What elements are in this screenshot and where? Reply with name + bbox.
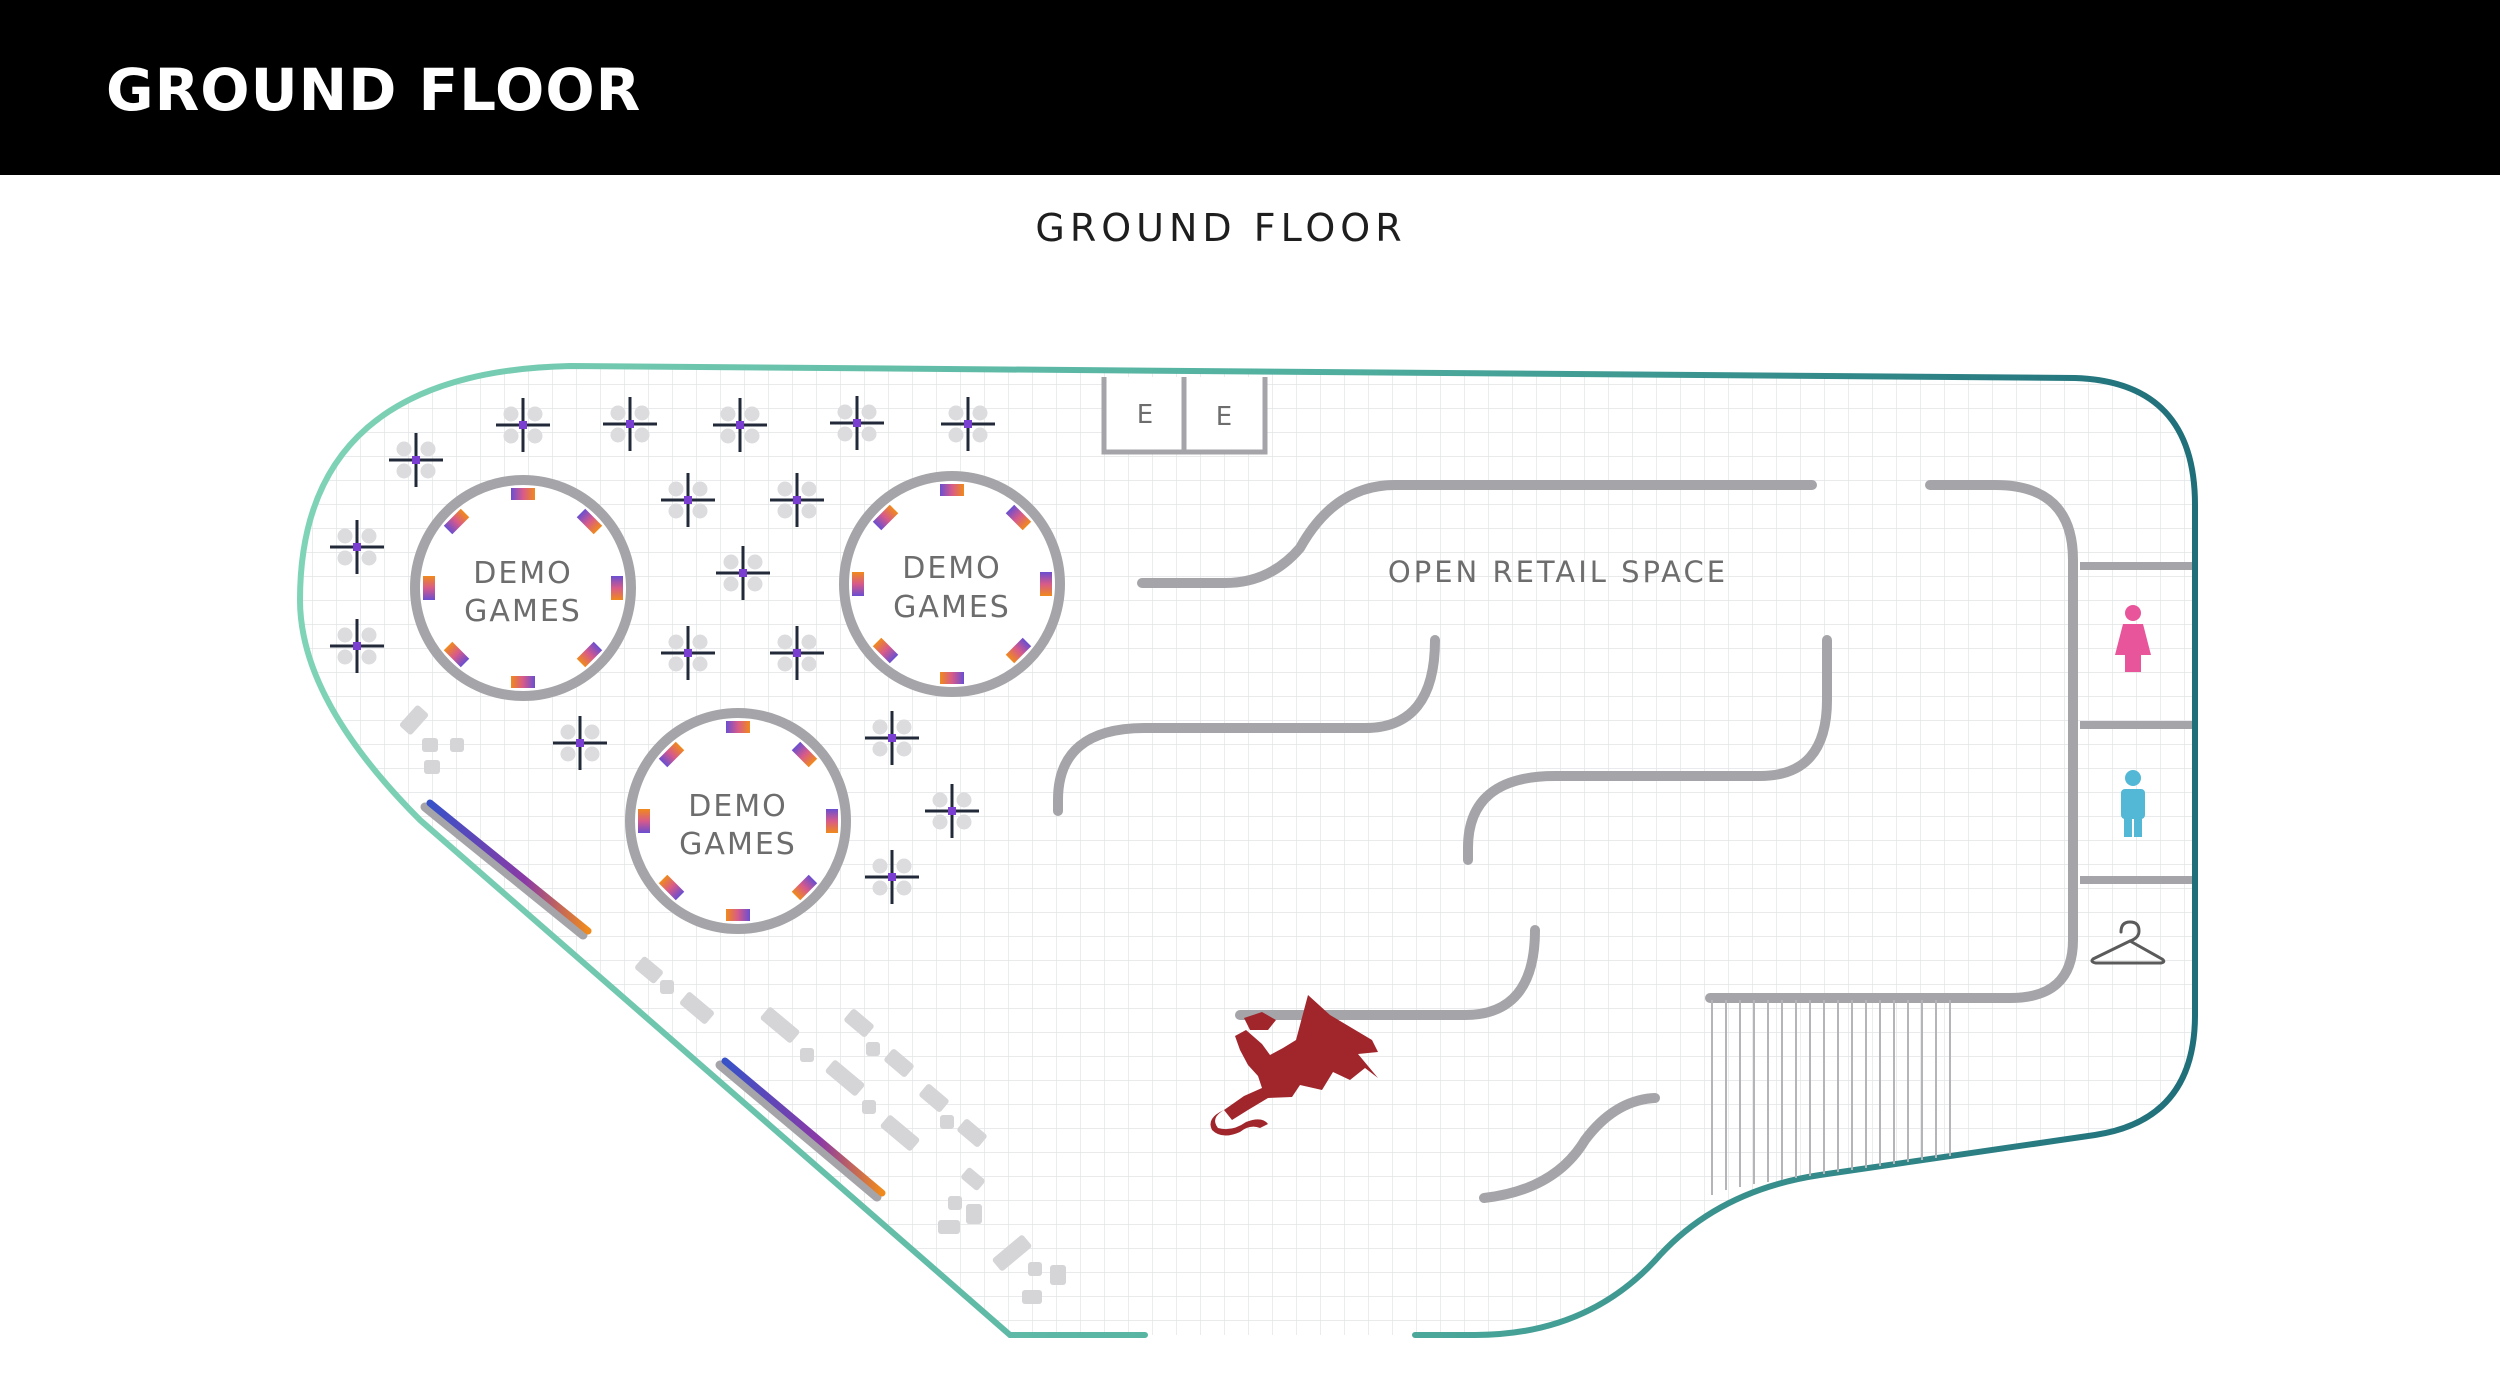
floor-area [300, 366, 2195, 1335]
seat-marker [511, 676, 535, 688]
demo-area-1-line-2: GAMES [464, 594, 582, 629]
womens-restroom-icon[interactable] [2115, 605, 2151, 672]
seat-marker [638, 809, 650, 833]
demo-area-1-line-1: DEMO [473, 556, 573, 591]
demo-area-2-line-1: DEMO [902, 551, 1002, 586]
seat-marker [940, 672, 964, 684]
seat-marker [940, 484, 964, 496]
seat-marker [1005, 504, 1032, 531]
demo-area-3-line-2: GAMES [679, 827, 797, 862]
seat-marker [443, 641, 470, 668]
seat-marker [872, 504, 899, 531]
page-title: GROUND FLOOR [106, 56, 642, 124]
elevator-1-label: E [1137, 400, 1153, 430]
seat-marker [658, 874, 685, 901]
seat-marker [658, 741, 685, 768]
seat-marker [791, 741, 818, 768]
header-bar: GROUND FLOOR [0, 0, 2500, 175]
mens-restroom-icon[interactable] [2121, 770, 2145, 837]
seat-marker [576, 641, 603, 668]
demo-area-2[interactable]: DEMO GAMES [839, 471, 1065, 697]
demo-area-1[interactable]: DEMO GAMES [410, 475, 636, 701]
demo-area-3-line-1: DEMO [688, 789, 788, 824]
retail-fixtures [1053, 480, 2078, 1203]
seat-marker [1005, 637, 1032, 664]
seat-marker [726, 721, 750, 733]
dragon-icon [1210, 995, 1378, 1136]
elevator-2-label: E [1216, 402, 1232, 432]
demo-area-3[interactable]: DEMO GAMES [625, 708, 851, 934]
seat-marker [443, 508, 470, 535]
retail-space-label: OPEN RETAIL SPACE [1388, 555, 1728, 589]
partitions [2080, 562, 2192, 884]
floor-outline [296, 362, 2198, 1338]
elevators[interactable]: E E [1101, 377, 1268, 455]
seat-marker [611, 576, 623, 600]
seat-marker [423, 576, 435, 600]
coat-hanger-icon[interactable] [2090, 920, 2166, 965]
stairs[interactable] [1711, 1000, 1951, 1195]
counters [420, 799, 886, 1202]
seat-marker [1040, 572, 1052, 596]
seat-marker [872, 637, 899, 664]
seat-marker [791, 874, 818, 901]
seat-marker [726, 909, 750, 921]
seat-marker [826, 809, 838, 833]
seat-marker [852, 572, 864, 596]
seat-marker [576, 508, 603, 535]
demo-area-2-line-2: GAMES [893, 590, 1011, 625]
furniture [399, 705, 1066, 1304]
seat-marker [511, 488, 535, 500]
map-title: GROUND FLOOR [1035, 206, 1407, 250]
